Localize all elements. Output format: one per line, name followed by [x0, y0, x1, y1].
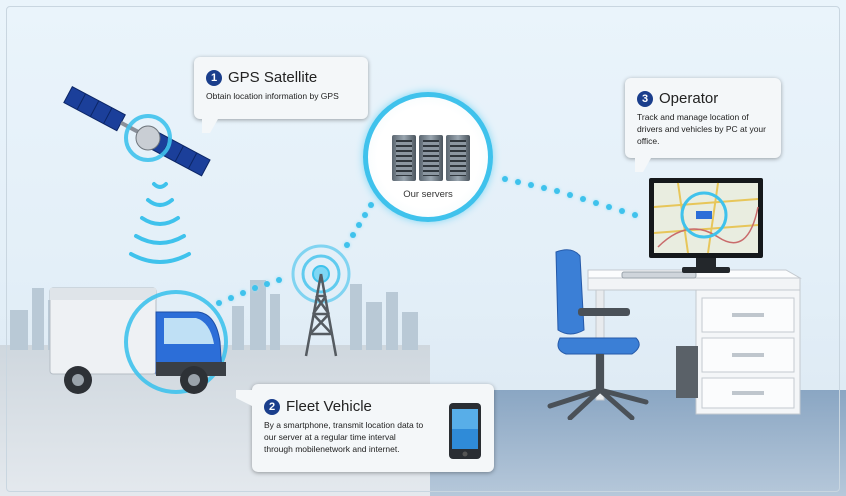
operator-callout: 3 Operator Track and manage location of … — [625, 78, 781, 172]
server-rack-icon — [392, 135, 416, 181]
server-node: Our servers — [363, 92, 493, 222]
server-rack-icon — [446, 135, 470, 181]
operator-description: Track and manage location of drivers and… — [637, 112, 766, 146]
callout-pointer — [635, 158, 651, 172]
servers-label: Our servers — [403, 189, 453, 200]
signal-waves-icon — [129, 182, 191, 264]
satellite-icon — [63, 85, 211, 177]
monitor-map-icon — [649, 178, 763, 273]
step-number-badge: 3 — [637, 90, 653, 107]
callout-pointer — [202, 119, 218, 133]
fleet-vehicle-callout: 2 Fleet Vehicle By a smartphone, transmi… — [236, 384, 494, 472]
step-number-badge: 1 — [206, 69, 222, 86]
fleet-vehicle-description: By a smartphone, transmit location data … — [264, 420, 424, 454]
fleet-vehicle-title: Fleet Vehicle — [286, 398, 372, 415]
cell-tower-icon — [291, 244, 351, 357]
gps-satellite-callout: 1 GPS Satellite Obtain location informat… — [194, 57, 368, 133]
gps-satellite-title: GPS Satellite — [228, 69, 318, 86]
operator-title: Operator — [659, 90, 719, 107]
truck-icon — [49, 287, 228, 394]
smartphone-icon — [449, 403, 481, 459]
gps-satellite-description: Obtain location information by GPS — [206, 91, 339, 101]
callout-pointer — [236, 390, 252, 406]
office-chair-icon — [547, 249, 649, 420]
server-rack-icon — [419, 135, 443, 181]
step-number-badge: 2 — [264, 398, 280, 415]
